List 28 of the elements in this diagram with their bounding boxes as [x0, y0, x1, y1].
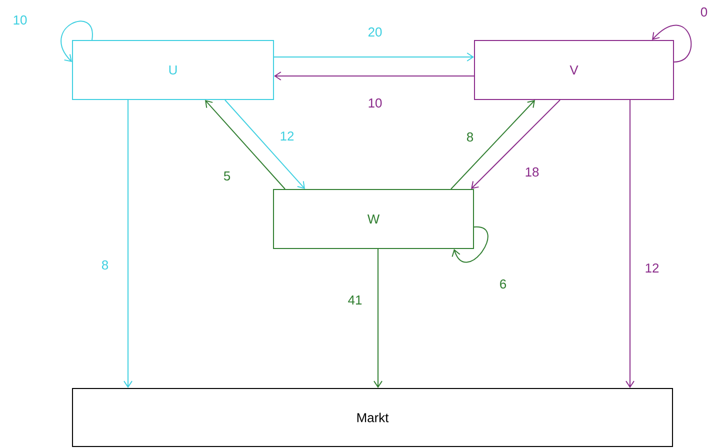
process-box: V [474, 40, 674, 100]
edge-label: 12 [278, 130, 296, 142]
arrow [205, 100, 286, 190]
arrow [471, 100, 560, 189]
edge-label: 18 [524, 166, 540, 178]
edge-label: 5 [222, 170, 232, 182]
process-box: U [72, 40, 274, 100]
process-box: Markt [72, 388, 673, 447]
arrow [60, 20, 93, 62]
process-box: W [273, 189, 474, 249]
edge-label: 8 [465, 131, 475, 143]
edge-label: 10 [366, 97, 384, 109]
arrow [450, 100, 535, 190]
edge-label: 12 [644, 262, 660, 274]
edge-label: 20 [366, 26, 384, 38]
arrow [274, 72, 474, 80]
edge-label: 6 [498, 278, 508, 290]
arrow [224, 100, 305, 189]
arrow [452, 226, 488, 263]
edge-label: 10 [12, 14, 28, 26]
arrow [124, 100, 132, 388]
edge-label: 41 [346, 294, 364, 306]
arrow [274, 52, 474, 62]
arrow [626, 100, 634, 388]
edge-label: 0 [699, 6, 709, 18]
edge-label: 8 [100, 259, 110, 271]
arrow [652, 24, 692, 62]
arrow [374, 248, 382, 388]
